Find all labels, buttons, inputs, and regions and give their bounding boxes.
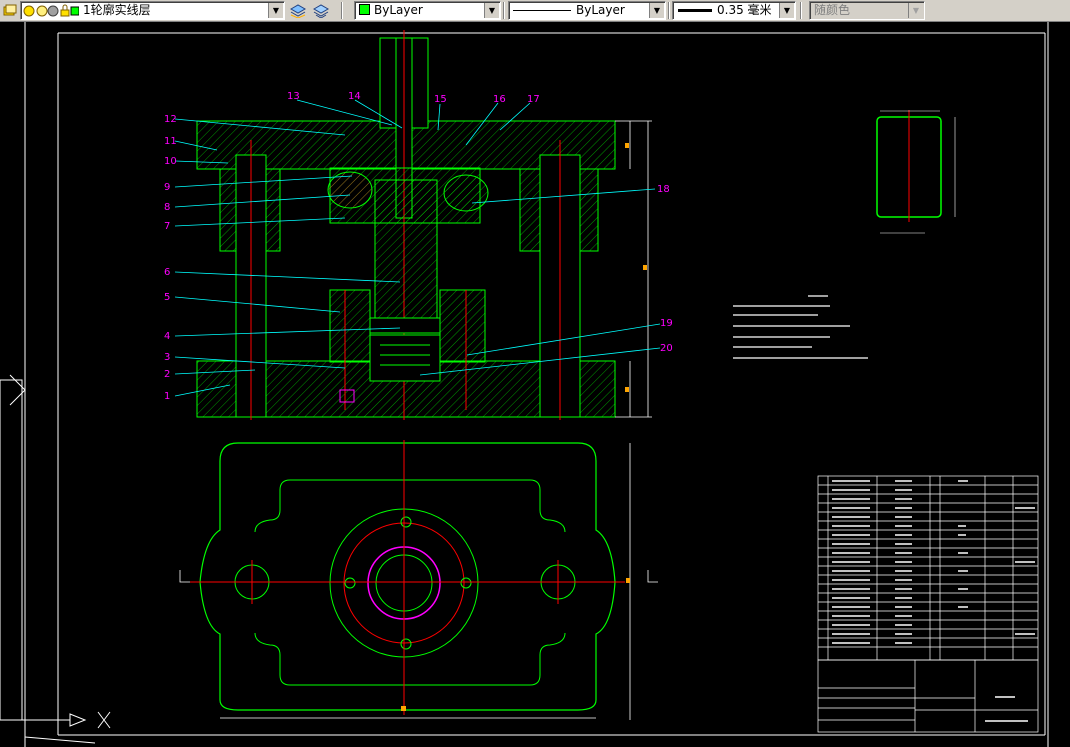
- callout-15: 15: [434, 94, 447, 105]
- layer-manager-icon[interactable]: [3, 3, 17, 17]
- section-view: [196, 30, 652, 420]
- callout-1: 1: [164, 391, 170, 402]
- callout-2: 2: [164, 369, 170, 380]
- callout-14: 14: [348, 91, 361, 102]
- callout-5: 5: [164, 292, 170, 303]
- toolbar-separator: [503, 2, 505, 19]
- layer-name: 1轮廓实线层: [83, 3, 151, 17]
- technical-requirements-block: [733, 295, 868, 359]
- drawing-svg: 1 2 3 4 5 6 7 8 9 10 11 12 13 14 15 16 1…: [0, 22, 1049, 747]
- linetype-line-sample: [513, 10, 571, 11]
- callout-18: 18: [657, 184, 670, 195]
- callout-7: 7: [164, 221, 170, 232]
- chevron-down-icon: ▼: [908, 3, 923, 18]
- make-layer-current-icon[interactable]: [289, 3, 307, 19]
- color-swatch: [359, 4, 370, 15]
- linetype-value: ByLayer: [576, 3, 625, 17]
- plan-view: [179, 440, 658, 720]
- color-value: ByLayer: [374, 3, 423, 17]
- plotstyle-select: 随颜色 ▼: [809, 1, 925, 20]
- callout-10: 10: [164, 156, 177, 167]
- callout-8: 8: [164, 202, 170, 213]
- bill-of-materials-table: [817, 475, 1039, 733]
- layer-previous-icon[interactable]: [312, 3, 330, 19]
- callout-13: 13: [287, 91, 300, 102]
- callout-6: 6: [164, 267, 170, 278]
- callout-19: 19: [660, 318, 673, 329]
- drawing-frame: [0, 22, 1049, 747]
- color-select[interactable]: ByLayer ▼: [354, 1, 501, 20]
- lineweight-select[interactable]: 0.35 毫米 ▼: [672, 1, 796, 20]
- chevron-down-icon[interactable]: ▼: [779, 3, 794, 18]
- drawing-canvas[interactable]: 1 2 3 4 5 6 7 8 9 10 11 12 13 14 15 16 1…: [0, 22, 1070, 747]
- chevron-down-icon[interactable]: ▼: [268, 3, 283, 18]
- leader-lines: [174, 99, 661, 397]
- callout-4: 4: [164, 331, 170, 342]
- bill-of-materials-text: [832, 480, 1035, 722]
- plotstyle-value: 随颜色: [814, 3, 851, 17]
- callout-16: 16: [493, 94, 506, 105]
- part-detail-view: [876, 110, 956, 234]
- layer-state-icons: [23, 4, 79, 17]
- layer-toolbar: 1轮廓实线层 ▼ ByLayer ▼ ByLayer ▼ 0.35 毫米 ▼ 随…: [0, 0, 1070, 22]
- chevron-down-icon[interactable]: ▼: [484, 3, 499, 18]
- callout-17: 17: [527, 94, 540, 105]
- ucs-icon: [0, 711, 111, 744]
- callout-12: 12: [164, 114, 177, 125]
- lineweight-line-sample: [678, 9, 712, 12]
- callout-9: 9: [164, 182, 170, 193]
- layer-select[interactable]: 1轮廓实线层 ▼: [20, 1, 285, 20]
- callout-3: 3: [164, 352, 170, 363]
- toolbar-separator: [341, 2, 343, 19]
- callout-20: 20: [660, 343, 673, 354]
- linetype-select[interactable]: ByLayer ▼: [508, 1, 666, 20]
- callout-labels: 1 2 3 4 5 6 7 8 9 10 11 12 13 14 15 16 1…: [164, 91, 673, 402]
- toolbar-separator: [668, 2, 670, 19]
- callout-11: 11: [164, 136, 177, 147]
- chevron-down-icon[interactable]: ▼: [649, 3, 664, 18]
- lineweight-value: 0.35 毫米: [717, 3, 772, 17]
- toolbar-separator: [800, 2, 802, 19]
